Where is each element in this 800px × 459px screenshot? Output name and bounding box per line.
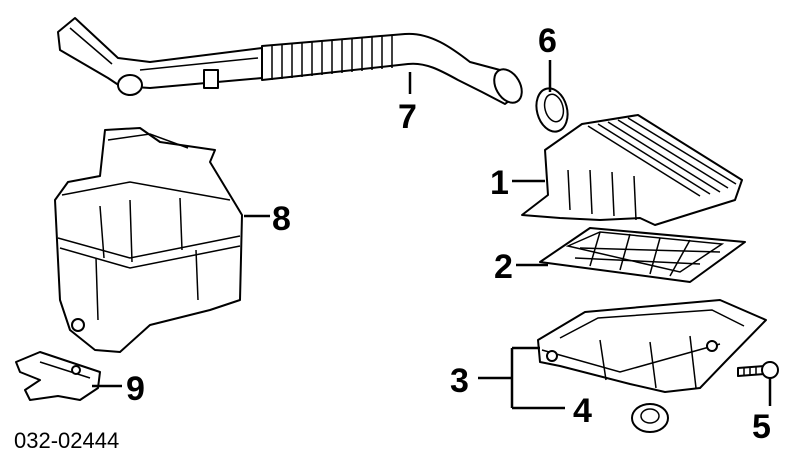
air-filter-part-2: [539, 227, 746, 283]
callout-1: 1: [490, 164, 509, 202]
grommet-part-4: [631, 403, 669, 433]
bolt-part-5: [737, 361, 779, 379]
duct-bellows: [271, 35, 393, 80]
callout-6: 6: [538, 22, 557, 60]
leader-part-3: [478, 346, 565, 410]
callout-8: 8: [272, 200, 291, 238]
callout-5: 5: [752, 408, 771, 446]
callout-9: 9: [126, 370, 145, 408]
callout-3: 3: [450, 362, 469, 400]
housing-cover-part-1: [521, 114, 743, 226]
resonator-part-8: [54, 127, 243, 353]
lower-housing-part-3: [537, 299, 767, 393]
leader-lines: [92, 60, 772, 410]
catalog-number: 032-02444: [14, 428, 119, 453]
cover-ribs: [567, 117, 737, 221]
callout-7: 7: [398, 98, 417, 136]
callout-2: 2: [494, 248, 513, 286]
joint-ring-part-6: [535, 87, 569, 133]
intake-duct-part-7: [57, 17, 523, 105]
callout-4: 4: [573, 392, 592, 430]
bracket-part-9: [15, 351, 101, 401]
